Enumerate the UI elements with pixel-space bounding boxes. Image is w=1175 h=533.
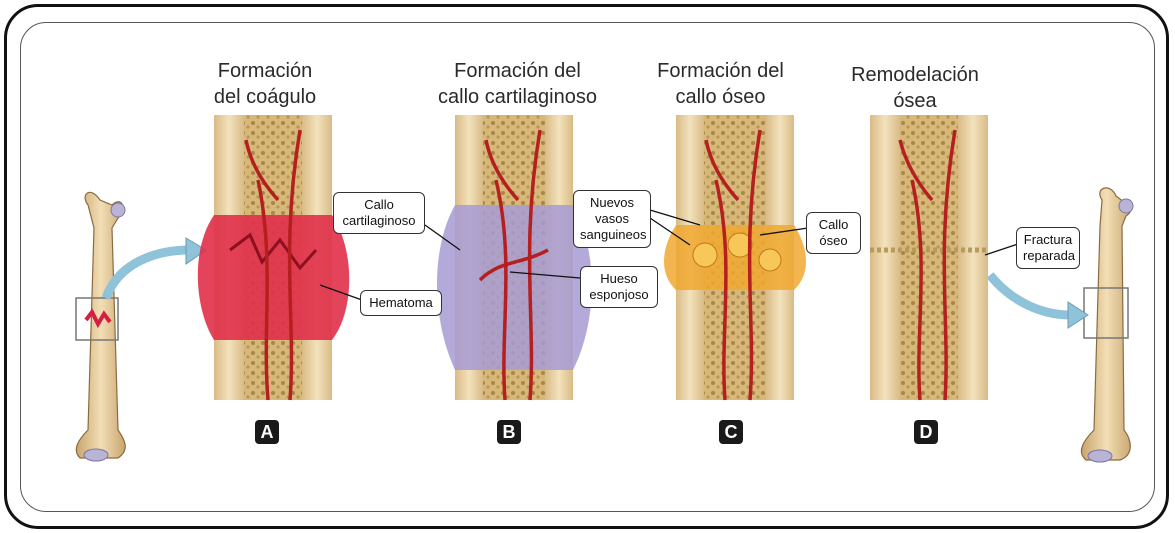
left-femur: [76, 192, 125, 461]
stage-c-badge: C: [719, 420, 743, 444]
stage-d-title: Remodelación ósea: [850, 62, 980, 114]
zoom-arrow-left: [106, 250, 190, 298]
zoom-arrow-right: [990, 275, 1070, 315]
stage-d-badge: D: [914, 420, 938, 444]
right-femur: [1081, 188, 1133, 462]
label-fractura-reparada: Fractura reparada: [1016, 227, 1080, 269]
stage-b-badge: B: [497, 420, 521, 444]
label-hematoma: Hematoma: [360, 290, 442, 316]
stage-c-illustration: [664, 115, 806, 400]
label-callo-cartilaginoso: Callo cartilaginoso: [333, 192, 425, 234]
stage-a-illustration: [198, 115, 349, 400]
stage-a-badge: A: [255, 420, 279, 444]
stage-c-title: Formación del callo óseo: [648, 58, 793, 110]
stage-d-illustration: [870, 115, 988, 400]
stage-b-title: Formación del callo cartilaginoso: [430, 58, 605, 110]
label-hueso-esponjoso: Hueso esponjoso: [580, 266, 658, 308]
stage-a-title: Formación del coágulo: [200, 58, 330, 110]
stage-b-illustration: [437, 115, 592, 400]
label-callo-oseo: Callo óseo: [806, 212, 861, 254]
label-nuevos-vasos: Nuevos vasos sanguineos: [573, 190, 651, 248]
